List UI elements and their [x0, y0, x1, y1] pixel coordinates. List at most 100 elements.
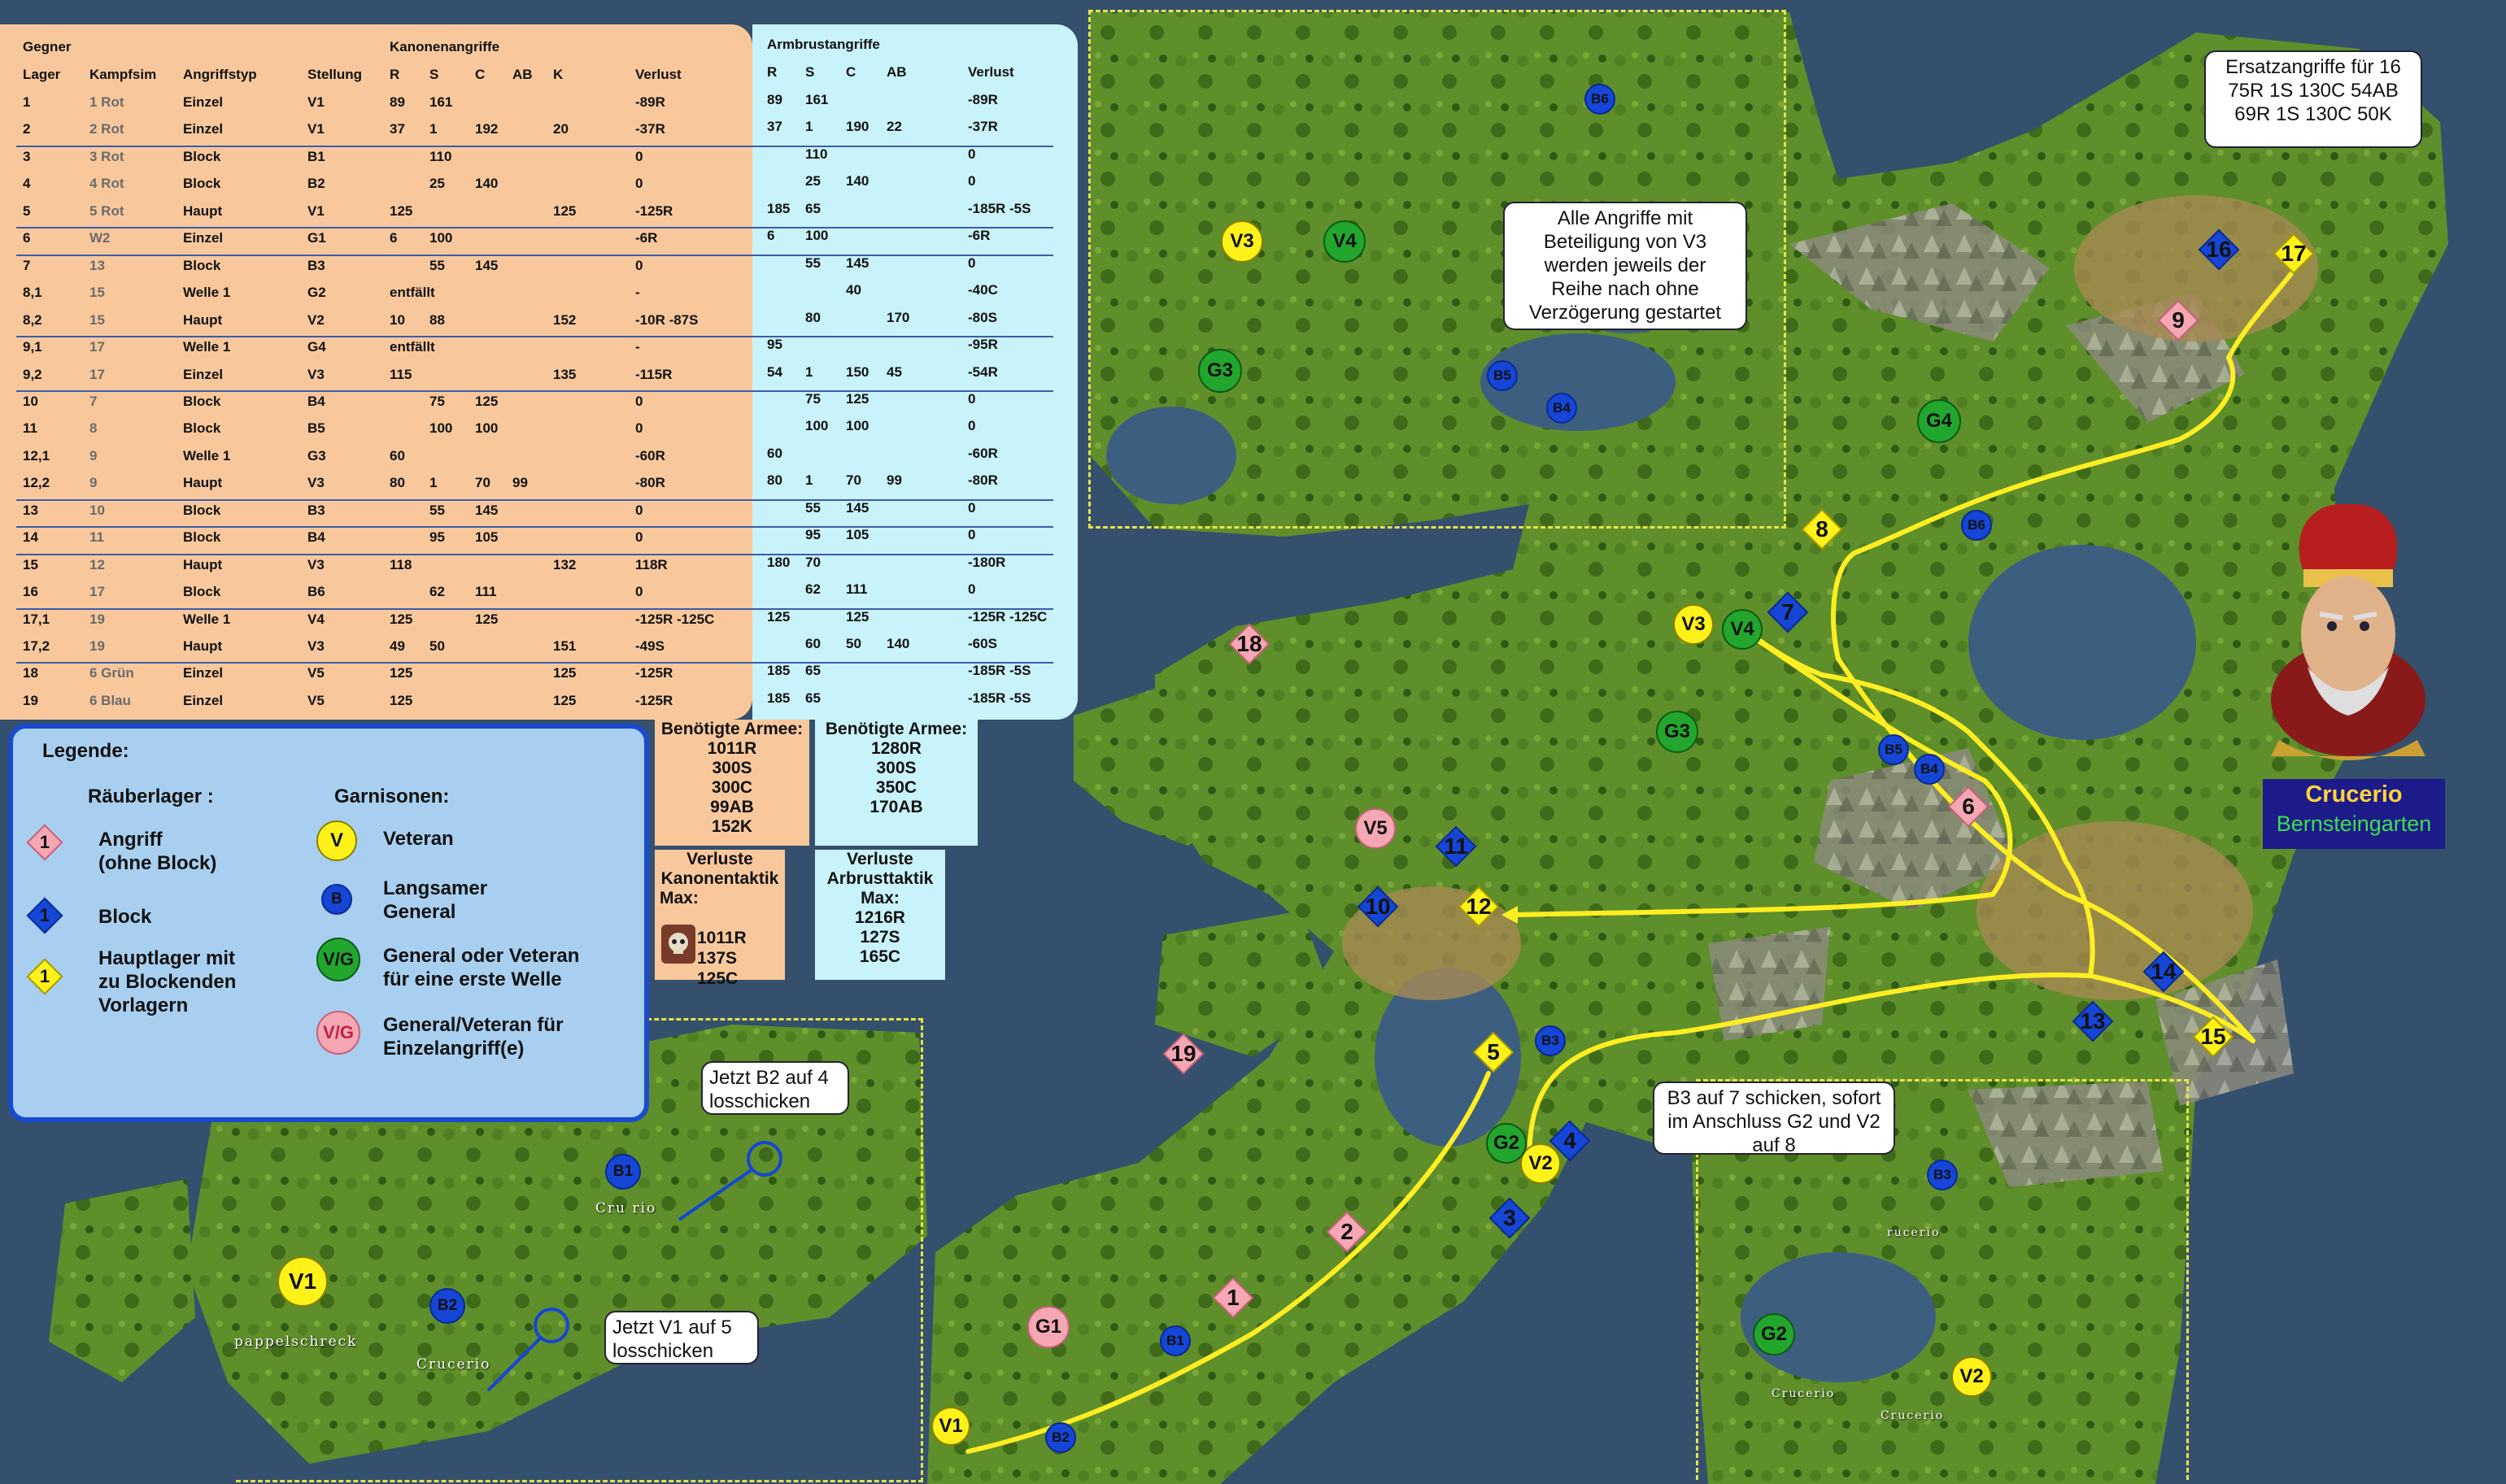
camp-marker-2[interactable]: 2: [1324, 1209, 1370, 1255]
camp-marker-12[interactable]: 12: [1456, 884, 1501, 929]
general-marker-b2-sw[interactable]: B2: [429, 1287, 466, 1325]
armbrust-needed-title: Benötigte Armee:: [825, 720, 968, 738]
table-cell: 6: [23, 230, 31, 246]
camp-marker-6[interactable]: 6: [1946, 784, 1991, 829]
camp-marker-5[interactable]: 5: [1471, 1029, 1516, 1075]
table-cell: Welle 1: [183, 447, 231, 463]
camp-marker-9[interactable]: 9: [2155, 298, 2201, 343]
camp-marker-15[interactable]: 15: [2190, 1014, 2236, 1060]
column-header: Verlust: [635, 67, 682, 82]
table-cell: -125R -125C: [635, 611, 715, 627]
camp-marker-4[interactable]: 4: [1547, 1118, 1593, 1164]
table-cell: 0: [635, 257, 643, 273]
veteran-marker-v3[interactable]: V3: [1672, 603, 1715, 646]
legend-garrison-title: Garnisonen:: [334, 786, 450, 807]
general-marker-b1[interactable]: B1: [1159, 1325, 1192, 1357]
table-cell: 45: [887, 363, 902, 380]
table-cell: 0: [968, 499, 976, 516]
table-cell: 40: [846, 282, 861, 298]
camp-marker-17[interactable]: 17: [2271, 231, 2316, 276]
general-marker-b4-north[interactable]: B4: [1545, 392, 1578, 424]
camp-marker-8[interactable]: 8: [1799, 507, 1845, 552]
table-cell: B4: [307, 393, 325, 409]
table-cell: Haupt: [183, 311, 223, 328]
table-cell: 140: [846, 173, 869, 189]
general-marker-g2-se[interactable]: G2: [1752, 1312, 1796, 1356]
camp-marker-7[interactable]: 7: [1765, 590, 1811, 635]
table-cell: 118R: [635, 556, 668, 572]
table-cell: 115: [390, 366, 412, 382]
table-cell: -37R: [635, 121, 665, 137]
table-cell: 0: [968, 255, 976, 271]
table-cell: -185R -5S: [968, 663, 1031, 679]
column-header: Verlust: [968, 64, 1014, 80]
camp-marker-3[interactable]: 3: [1487, 1195, 1532, 1241]
camp-marker-1[interactable]: 1: [1210, 1275, 1256, 1321]
table-cell: 132: [553, 556, 577, 572]
table-cell: 111: [475, 584, 497, 600]
camp-label-pappelschreck: pappelschreck: [234, 1334, 358, 1350]
veteran-marker-v4[interactable]: V4: [1721, 608, 1763, 651]
camp-marker-11[interactable]: 11: [1433, 824, 1479, 869]
armbrust-loss-title-1: Verluste: [847, 850, 913, 868]
table-cell: B4: [307, 529, 325, 546]
table-cell: 37: [390, 121, 405, 137]
veteran-marker-v1[interactable]: V1: [930, 1406, 971, 1447]
kanonen-loss-title-3: Max:: [660, 889, 699, 907]
general-marker-b5-north[interactable]: B5: [1486, 359, 1519, 392]
table-cell: 125: [475, 611, 499, 627]
veteran-marker-v3-north[interactable]: V3: [1220, 220, 1264, 263]
camp-marker-16[interactable]: 16: [2196, 227, 2242, 272]
table-cell: 125: [846, 390, 869, 407]
general-marker-g2[interactable]: G2: [1485, 1122, 1528, 1164]
table-cell: -6R: [968, 228, 991, 244]
veteran-marker-v5[interactable]: V5: [1354, 807, 1397, 850]
general-marker-b3[interactable]: B3: [1534, 1025, 1567, 1057]
veteran-marker-v1-sw[interactable]: V1: [277, 1256, 329, 1308]
camp-marker-13[interactable]: 13: [2070, 999, 2116, 1044]
general-marker-b6[interactable]: B6: [1960, 509, 1993, 542]
general-marker-b3-se[interactable]: B3: [1926, 1159, 1959, 1191]
general-marker-g3[interactable]: G3: [1655, 710, 1699, 754]
table-cell: Block: [183, 257, 221, 273]
table-cell: 125: [767, 608, 791, 624]
general-marker-b5[interactable]: B5: [1877, 733, 1910, 766]
general-marker-g4[interactable]: G4: [1916, 398, 1962, 444]
table-cell: 3 Rot: [89, 148, 124, 164]
table-cell: -180R: [968, 554, 1006, 570]
crossbow-table-panel: [752, 24, 1078, 720]
general-marker-b4[interactable]: B4: [1913, 753, 1946, 786]
veteran-marker-v2-se[interactable]: V2: [1950, 1356, 1993, 1398]
table-cell: 14: [23, 529, 38, 546]
table-cell: -60R: [635, 447, 665, 463]
table-cell: entfällt: [390, 285, 435, 301]
table-cell: 100: [805, 228, 829, 244]
camp-marker-10[interactable]: 10: [1355, 884, 1401, 929]
table-cell: Einzel: [183, 692, 224, 708]
kanonen-needed-s: 300S: [712, 759, 752, 777]
general-marker-g1[interactable]: G1: [1026, 1305, 1070, 1349]
table-cell: V3: [307, 366, 325, 382]
armbrust-loss-title-2: Arbrusttaktik: [826, 869, 934, 888]
table-cell: 89: [390, 94, 405, 110]
general-marker-b1-sw[interactable]: B1: [604, 1153, 642, 1190]
armbrust-needed-r: 1280R: [871, 739, 922, 758]
veteran-marker-v4-north[interactable]: V4: [1323, 220, 1366, 263]
table-cell: 13: [23, 502, 38, 518]
camp-marker-19[interactable]: 19: [1161, 1031, 1206, 1077]
general-marker-b2[interactable]: B2: [1044, 1421, 1077, 1454]
table-cell: 50: [846, 636, 861, 651]
row-separator: [16, 662, 1053, 664]
column-header: Kampfsim: [89, 67, 157, 82]
camp-marker-18[interactable]: 18: [1227, 621, 1272, 667]
general-marker-g3-north[interactable]: G3: [1197, 348, 1243, 394]
table-cell: -: [635, 285, 640, 301]
table-cell: Einzel: [183, 121, 224, 137]
table-cell: V4: [307, 611, 325, 627]
table-cell: 17,2: [23, 638, 50, 654]
veteran-marker-v2[interactable]: V2: [1519, 1142, 1562, 1185]
general-marker-b6-north[interactable]: B6: [1584, 83, 1616, 115]
table-cell: 125: [390, 692, 413, 708]
camp-marker-14[interactable]: 14: [2141, 949, 2186, 994]
kanonen-needed-r: 1011R: [707, 739, 757, 758]
